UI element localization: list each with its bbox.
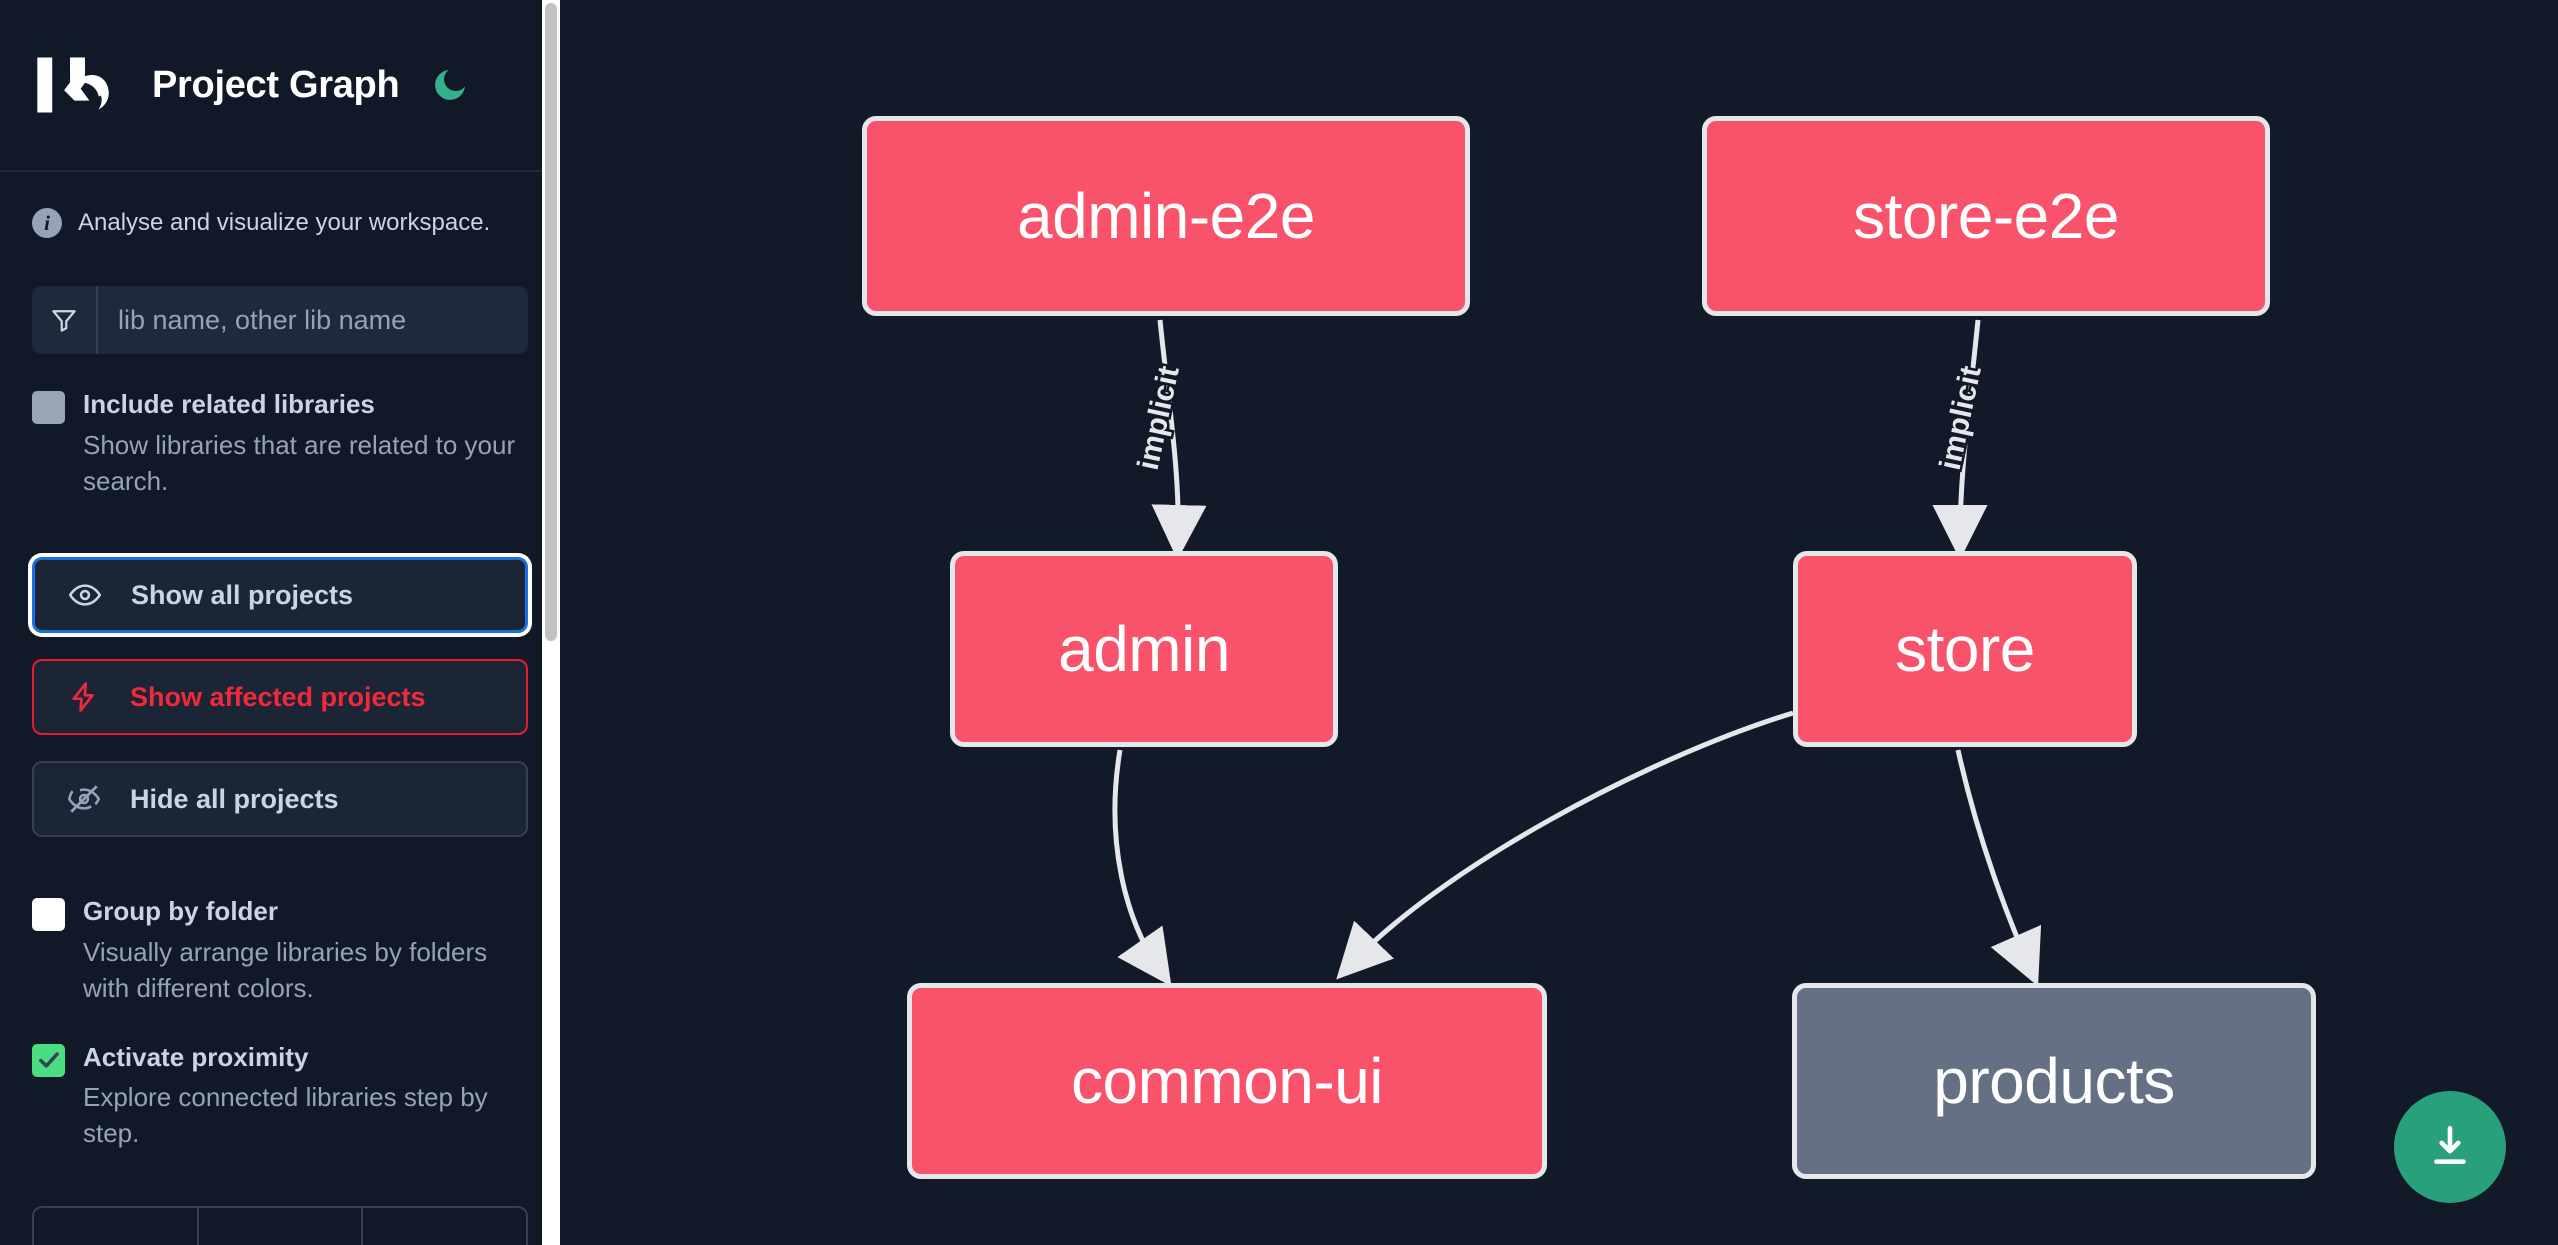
- graph-node-label: common-ui: [1070, 1045, 1384, 1117]
- download-button[interactable]: [2394, 1091, 2506, 1203]
- activate-proximity-row: Activate proximity Explore connected lib…: [32, 1041, 528, 1152]
- edge-admin-to-common-ui: [1112, 749, 1172, 987]
- sidebar-scrollbar-thumb[interactable]: [545, 3, 557, 641]
- eye-off-icon: [64, 782, 104, 816]
- workspace-tagline: i Analyse and visualize your workspace.: [32, 208, 528, 238]
- sidebar: Project Graph i Analyse and visualize yo…: [0, 0, 560, 1245]
- moon-icon[interactable]: [427, 62, 473, 108]
- eye-icon: [65, 578, 105, 612]
- graph-node-label: admin-e2e: [1017, 180, 1315, 252]
- activate-proximity-checkbox[interactable]: [32, 1043, 65, 1077]
- graph-node-store[interactable]: store: [1793, 551, 2137, 747]
- sidebar-scrollbar[interactable]: [542, 0, 560, 1245]
- group-by-folder-label: Group by folder: [83, 896, 278, 927]
- graph-node-admin-e2e[interactable]: admin-e2e: [862, 116, 1470, 316]
- group-by-folder-description: Visually arrange libraries by folders wi…: [83, 936, 488, 1004]
- download-icon: [2425, 1121, 2475, 1174]
- graph-edges: implicit implicit: [1112, 319, 2042, 987]
- activate-proximity-label: Activate proximity: [83, 1041, 309, 1072]
- lightning-bolt-icon: [64, 680, 104, 714]
- search-box[interactable]: [32, 286, 528, 354]
- edge-store-to-products: [1955, 749, 2042, 987]
- include-related-libraries-description: Show libraries that are related to your …: [83, 429, 516, 496]
- activate-proximity-description: Explore connected libraries step by step…: [83, 1082, 488, 1149]
- graph-node-common-ui[interactable]: common-ui: [907, 983, 1547, 1179]
- graph-node-admin[interactable]: admin: [950, 551, 1338, 747]
- graph-node-store-e2e[interactable]: store-e2e: [1702, 116, 2270, 316]
- search-input[interactable]: [98, 286, 528, 354]
- edge-store-to-common-ui: [1336, 710, 1794, 980]
- graph-node-label: admin: [1058, 613, 1230, 685]
- project-graph-canvas[interactable]: implicit implicit admin-e2e store-e2e ad…: [560, 0, 2558, 1245]
- proximity-segmented-control[interactable]: [32, 1205, 528, 1245]
- include-related-libraries-label: Include related libraries: [83, 389, 375, 419]
- include-related-libraries-checkbox[interactable]: [32, 391, 65, 424]
- tagline-text: Analyse and visualize your workspace.: [78, 209, 491, 236]
- group-by-folder-row: Group by folder Visually arrange librari…: [32, 895, 528, 1006]
- hide-all-projects-label: Hide all projects: [130, 783, 339, 814]
- segment-option-2[interactable]: [199, 1207, 364, 1245]
- info-icon: i: [32, 208, 62, 238]
- group-by-folder-checkbox[interactable]: [32, 898, 65, 932]
- show-all-projects-label: Show all projects: [131, 579, 354, 610]
- svg-text:implicit: implicit: [1934, 363, 1988, 473]
- show-all-projects-button[interactable]: Show all projects: [32, 557, 528, 634]
- hide-all-projects-button[interactable]: Hide all projects: [32, 761, 528, 838]
- sidebar-header: Project Graph: [0, 0, 560, 172]
- show-affected-projects-button[interactable]: Show affected projects: [32, 659, 528, 736]
- filter-funnel-icon: [32, 286, 98, 354]
- edge-label-implicit-store: implicit: [1931, 361, 1990, 476]
- sidebar-body: i Analyse and visualize your workspace. …: [0, 208, 560, 1245]
- graph-node-label: store: [1895, 613, 2035, 685]
- graph-node-label: products: [1933, 1045, 2175, 1117]
- segment-option-1[interactable]: [34, 1207, 199, 1245]
- graph-node-label: store-e2e: [1853, 180, 2119, 252]
- edge-store-e2e-to-store: [1932, 319, 1988, 560]
- include-related-libraries-row: Include related libraries Show libraries…: [32, 388, 528, 499]
- show-affected-projects-label: Show affected projects: [130, 681, 426, 712]
- nx-logo-icon: [34, 53, 124, 117]
- page-title: Project Graph: [152, 63, 400, 106]
- edge-admin-e2e-to-admin: [1151, 319, 1207, 560]
- svg-text:implicit: implicit: [1132, 363, 1186, 473]
- edge-label-implicit-admin: implicit: [1129, 361, 1188, 476]
- segment-option-3[interactable]: [363, 1208, 526, 1245]
- graph-node-products[interactable]: products: [1792, 983, 2316, 1179]
